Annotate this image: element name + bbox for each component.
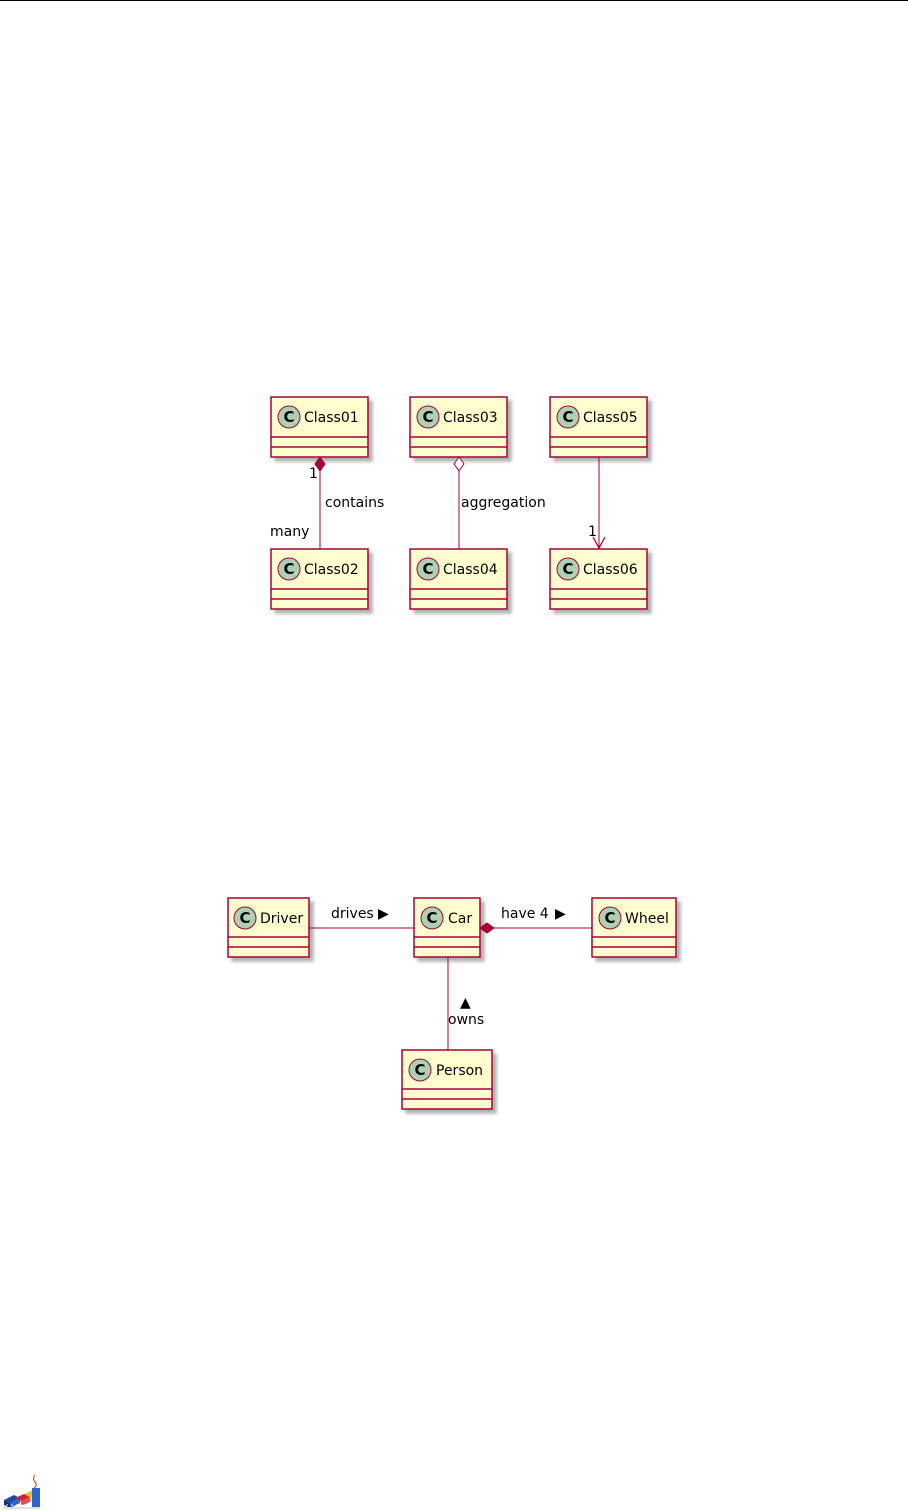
direction-arrow-icon: ▶: [555, 906, 566, 922]
uml-diagram-car: C Driver C Car C Wheel C Person drives ▶: [227, 897, 677, 1110]
class-box-class06[interactable]: C Class06: [549, 548, 648, 610]
relation-aggregation: aggregation: [453, 456, 546, 549]
class-icon-letter: C: [562, 560, 573, 578]
arrow-head: [592, 536, 606, 550]
multiplicity-label: many: [270, 524, 309, 540]
class-name: Car: [448, 911, 472, 927]
page-top-rule: [0, 0, 908, 1]
relation-composition-contains: contains 1 many: [270, 456, 384, 549]
multiplicity-label: 1: [588, 524, 597, 540]
direction-arrow-icon: ▲: [460, 995, 471, 1011]
relation-owns: ▲ owns: [447, 957, 484, 1050]
class-icon-letter: C: [604, 909, 615, 927]
class-box-class03[interactable]: C Class03: [409, 396, 508, 458]
class-name: Class05: [583, 410, 638, 426]
class-box-car[interactable]: C Car: [413, 897, 481, 958]
relation-have-4: have 4 ▶: [479, 906, 592, 934]
class-box-driver[interactable]: C Driver: [227, 897, 310, 958]
class-box-person[interactable]: C Person: [401, 1049, 493, 1110]
class-icon-letter: C: [562, 408, 573, 426]
relation-label: owns: [448, 1012, 484, 1028]
composition-diamond: [314, 456, 326, 472]
plantuml-logo-icon: [3, 1474, 40, 1509]
class-name: Wheel: [625, 911, 669, 927]
relation-label: drives: [331, 906, 374, 922]
uml-diagram-associations: C Class01 C Class02 C Class03 C Class04 …: [270, 396, 648, 610]
relation-association-class05-class06: 1: [588, 457, 606, 550]
class-box-class02[interactable]: C Class02: [270, 548, 369, 610]
class-name: Class06: [583, 562, 638, 578]
class-icon-letter: C: [426, 909, 437, 927]
class-box-class04[interactable]: C Class04: [409, 548, 508, 610]
class-box-class01[interactable]: C Class01: [270, 396, 369, 458]
multiplicity-label: 1: [309, 466, 318, 482]
relation-label: aggregation: [461, 495, 546, 511]
class-icon-letter: C: [422, 408, 433, 426]
class-icon-letter: C: [239, 909, 250, 927]
direction-arrow-icon: ▶: [378, 906, 389, 922]
class-box-class05[interactable]: C Class05: [549, 396, 648, 458]
class-name: Driver: [260, 911, 303, 927]
class-name: Person: [436, 1063, 483, 1079]
aggregation-diamond: [453, 456, 465, 472]
class-name: Class03: [443, 410, 498, 426]
class-icon-letter: C: [414, 1061, 425, 1079]
class-name: Class02: [304, 562, 359, 578]
composition-diamond: [479, 922, 495, 934]
relation-drives: drives ▶: [309, 906, 414, 929]
class-icon-letter: C: [422, 560, 433, 578]
relation-label: have 4: [501, 906, 549, 922]
class-icon-letter: C: [283, 560, 294, 578]
relation-label: contains: [325, 495, 384, 511]
class-box-wheel[interactable]: C Wheel: [591, 897, 677, 958]
class-name: Class01: [304, 410, 359, 426]
class-icon-letter: C: [283, 408, 294, 426]
class-name: Class04: [443, 562, 498, 578]
